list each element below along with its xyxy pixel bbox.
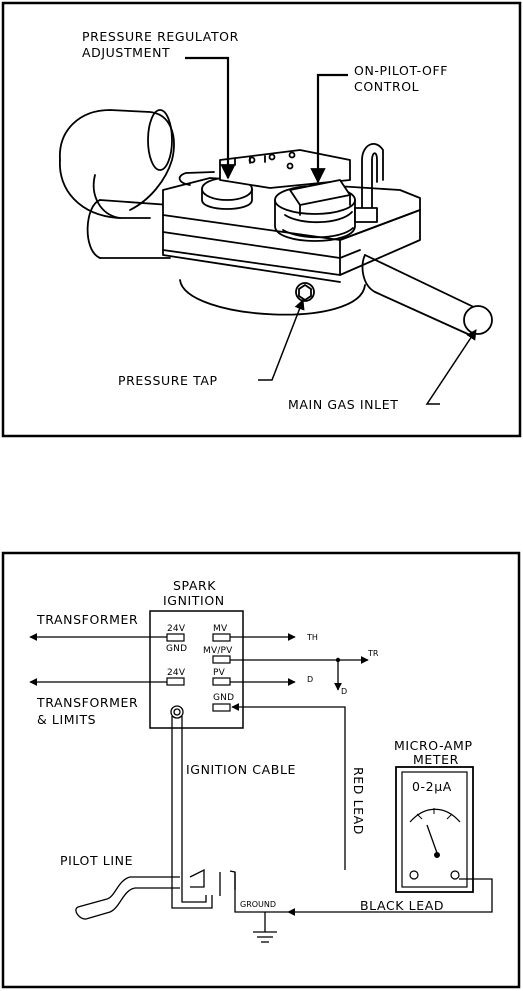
transformer-limits-label-line2: & LIMITS	[37, 712, 96, 727]
terminal-gnd-top-label: GND	[166, 644, 187, 654]
terminal-gnd-bottom-label: GND	[213, 693, 234, 703]
terminal-pv-label: PV	[213, 668, 226, 678]
ignition-cable-label: IGNITION CABLE	[186, 762, 296, 777]
figure-frame	[1, 1, 522, 438]
pilot-line	[75, 868, 236, 920]
ground-symbol	[253, 912, 277, 943]
pressure-tap-label: PRESSURE TAP	[118, 373, 218, 388]
spark-ignition-module	[149, 610, 244, 729]
module-label-line1: SPARK	[173, 578, 216, 593]
red-lead-wire	[231, 703, 346, 870]
ground-label: GROUND	[240, 900, 276, 909]
on-pilot-off-knob	[274, 179, 356, 242]
valve-base	[179, 279, 366, 316]
th-label: TH	[306, 633, 318, 642]
regulator-label-line1: PRESSURE REGULATOR	[82, 29, 239, 44]
pilot-tube	[354, 143, 384, 223]
gas-valve-drawing: PRESSURE REGULATOR ADJUSTMENT ON-PILOT-O…	[1, 1, 522, 438]
terminal-pv	[212, 677, 231, 686]
pilot-line-label: PILOT LINE	[60, 853, 133, 868]
meter-label-line1: MICRO-AMP	[394, 738, 473, 753]
meter-needle	[426, 824, 438, 854]
terminal-mvpv	[212, 655, 231, 664]
wire-clip	[178, 171, 215, 186]
black-lead-wire	[287, 878, 493, 916]
right-inlet-pipe	[361, 254, 493, 336]
left-elbow-pipe	[59, 109, 175, 259]
pressure-tap-callout-arrow	[258, 299, 305, 381]
d-right-label: D	[307, 675, 313, 684]
transformer-limits-label-line1: TRANSFORMER	[36, 695, 138, 710]
wiring-drawing: SPARK IGNITION 24V GND MV MV/PV 24V PV G…	[1, 551, 521, 989]
terminal-24v-bottom-label: 24V	[167, 668, 186, 678]
gas-valve-figure: PRESSURE REGULATOR ADJUSTMENT ON-PILOT-O…	[0, 0, 523, 440]
inlet-callout-arrow	[425, 329, 477, 405]
module-label-line2: IGNITION	[163, 593, 225, 608]
meter-scale-label: 0-2μA	[412, 779, 452, 794]
control-label-line1: ON-PILOT-OFF	[354, 63, 448, 78]
transformer-label: TRANSFORMER	[36, 612, 138, 627]
micro-amp-meter	[395, 766, 474, 893]
regulator-label-line2: ADJUSTMENT	[82, 45, 170, 60]
tr-junction-dot	[335, 657, 341, 663]
terminal-mv-label: MV	[213, 624, 228, 634]
spark-ignition-wiring-figure: SPARK IGNITION 24V GND MV MV/PV 24V PV G…	[0, 550, 523, 991]
ignition-cable	[170, 705, 213, 909]
terminal-24v-top	[166, 633, 185, 642]
terminal-24v-bottom	[166, 677, 185, 686]
figure-frame	[1, 551, 521, 989]
pressure-tap-fitting	[295, 282, 315, 302]
meter-terminal-right	[450, 870, 460, 880]
meter-terminal-left	[409, 870, 419, 880]
main-gas-inlet-label: MAIN GAS INLET	[288, 397, 398, 412]
red-lead-label: RED LEAD	[351, 767, 366, 835]
regulator-callout-arrow	[185, 56, 236, 180]
tr-label: TR	[367, 649, 379, 658]
black-lead-label: BLACK LEAD	[360, 898, 444, 913]
control-label-line2: CONTROL	[354, 79, 419, 94]
terminal-24v-top-label: 24V	[167, 624, 186, 634]
terminal-gnd	[212, 703, 231, 712]
terminal-mvpv-label: MV/PV	[203, 646, 233, 656]
d-down-label: D	[341, 687, 347, 696]
terminal-mv	[212, 633, 231, 642]
meter-label-line2: METER	[413, 752, 459, 767]
control-callout-arrow	[310, 73, 348, 184]
